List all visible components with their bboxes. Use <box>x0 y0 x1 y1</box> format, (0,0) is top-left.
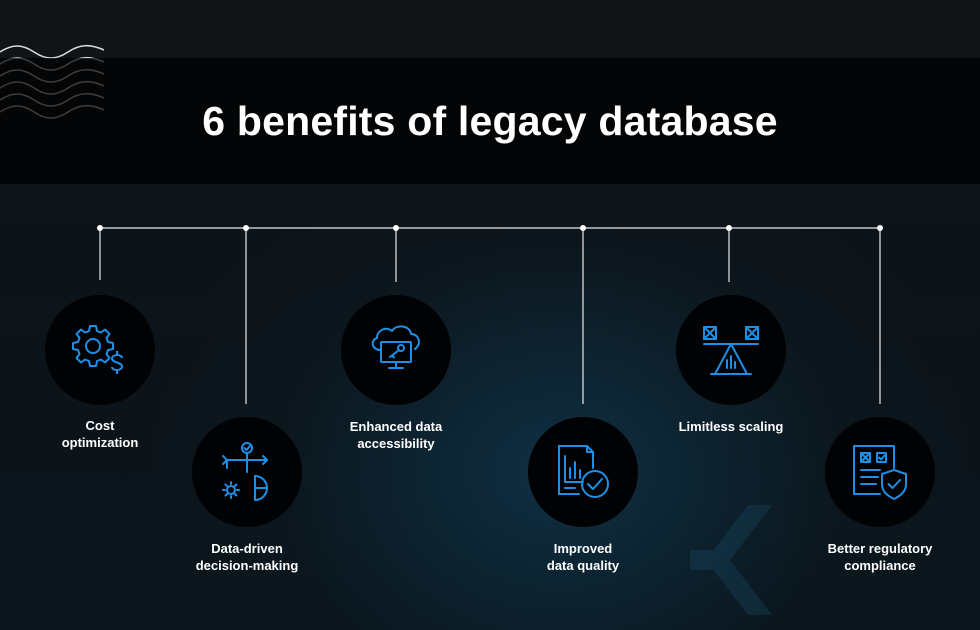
benefit-label-limitless-scaling: Limitless scaling <box>646 418 816 435</box>
balance-scale-icon <box>703 326 759 375</box>
benefit-label-line: Enhanced data <box>349 419 443 434</box>
benefit-label-cost-optimization: Cost optimization <box>15 417 185 451</box>
benefit-node-data-driven-decision-making <box>192 417 302 527</box>
gear-dollar-icon <box>72 325 123 374</box>
benefit-node-enhanced-data-accessibility <box>341 295 451 405</box>
timeline-dot <box>243 225 249 231</box>
benefit-label-line: Better regulatory <box>827 541 933 556</box>
benefit-node-better-regulatory-compliance <box>825 417 935 527</box>
benefit-label-line: Cost <box>85 418 115 433</box>
benefit-label-line: accessibility <box>357 436 435 451</box>
benefit-node-limitless-scaling <box>676 295 786 405</box>
timeline-dot <box>97 225 103 231</box>
benefit-label-line: optimization <box>61 435 139 450</box>
benefit-label-line: data quality <box>546 558 620 573</box>
benefit-node-cost-optimization <box>45 295 155 405</box>
benefit-label-enhanced-data-accessibility: Enhanced data accessibility <box>311 418 481 452</box>
logo-watermark-icon <box>690 505 772 615</box>
title-band <box>0 58 980 184</box>
decision-arrows-icon <box>222 442 268 501</box>
checklist-shield-icon <box>853 445 907 500</box>
benefit-label-data-driven-decision-making: Data-driven decision-making <box>162 540 332 574</box>
timeline-dot <box>580 225 586 231</box>
timeline-dot <box>393 225 399 231</box>
benefit-label-line: Data-driven <box>211 541 283 556</box>
benefit-label-line: Limitless scaling <box>678 419 784 434</box>
benefit-label-line: decision-making <box>195 558 299 573</box>
cloud-monitor-key-icon <box>371 325 420 369</box>
benefit-node-improved-data-quality <box>528 417 638 527</box>
benefit-label-line: compliance <box>844 558 916 573</box>
document-check-icon <box>558 445 609 498</box>
timeline-dot <box>726 225 732 231</box>
benefit-label-improved-data-quality: Improved data quality <box>498 540 668 574</box>
page-title: 6 benefits of legacy database <box>202 98 778 144</box>
benefit-label-better-regulatory-compliance: Better regulatory compliance <box>795 540 965 574</box>
benefit-label-line: Improved <box>553 541 613 556</box>
timeline-dot <box>877 225 883 231</box>
